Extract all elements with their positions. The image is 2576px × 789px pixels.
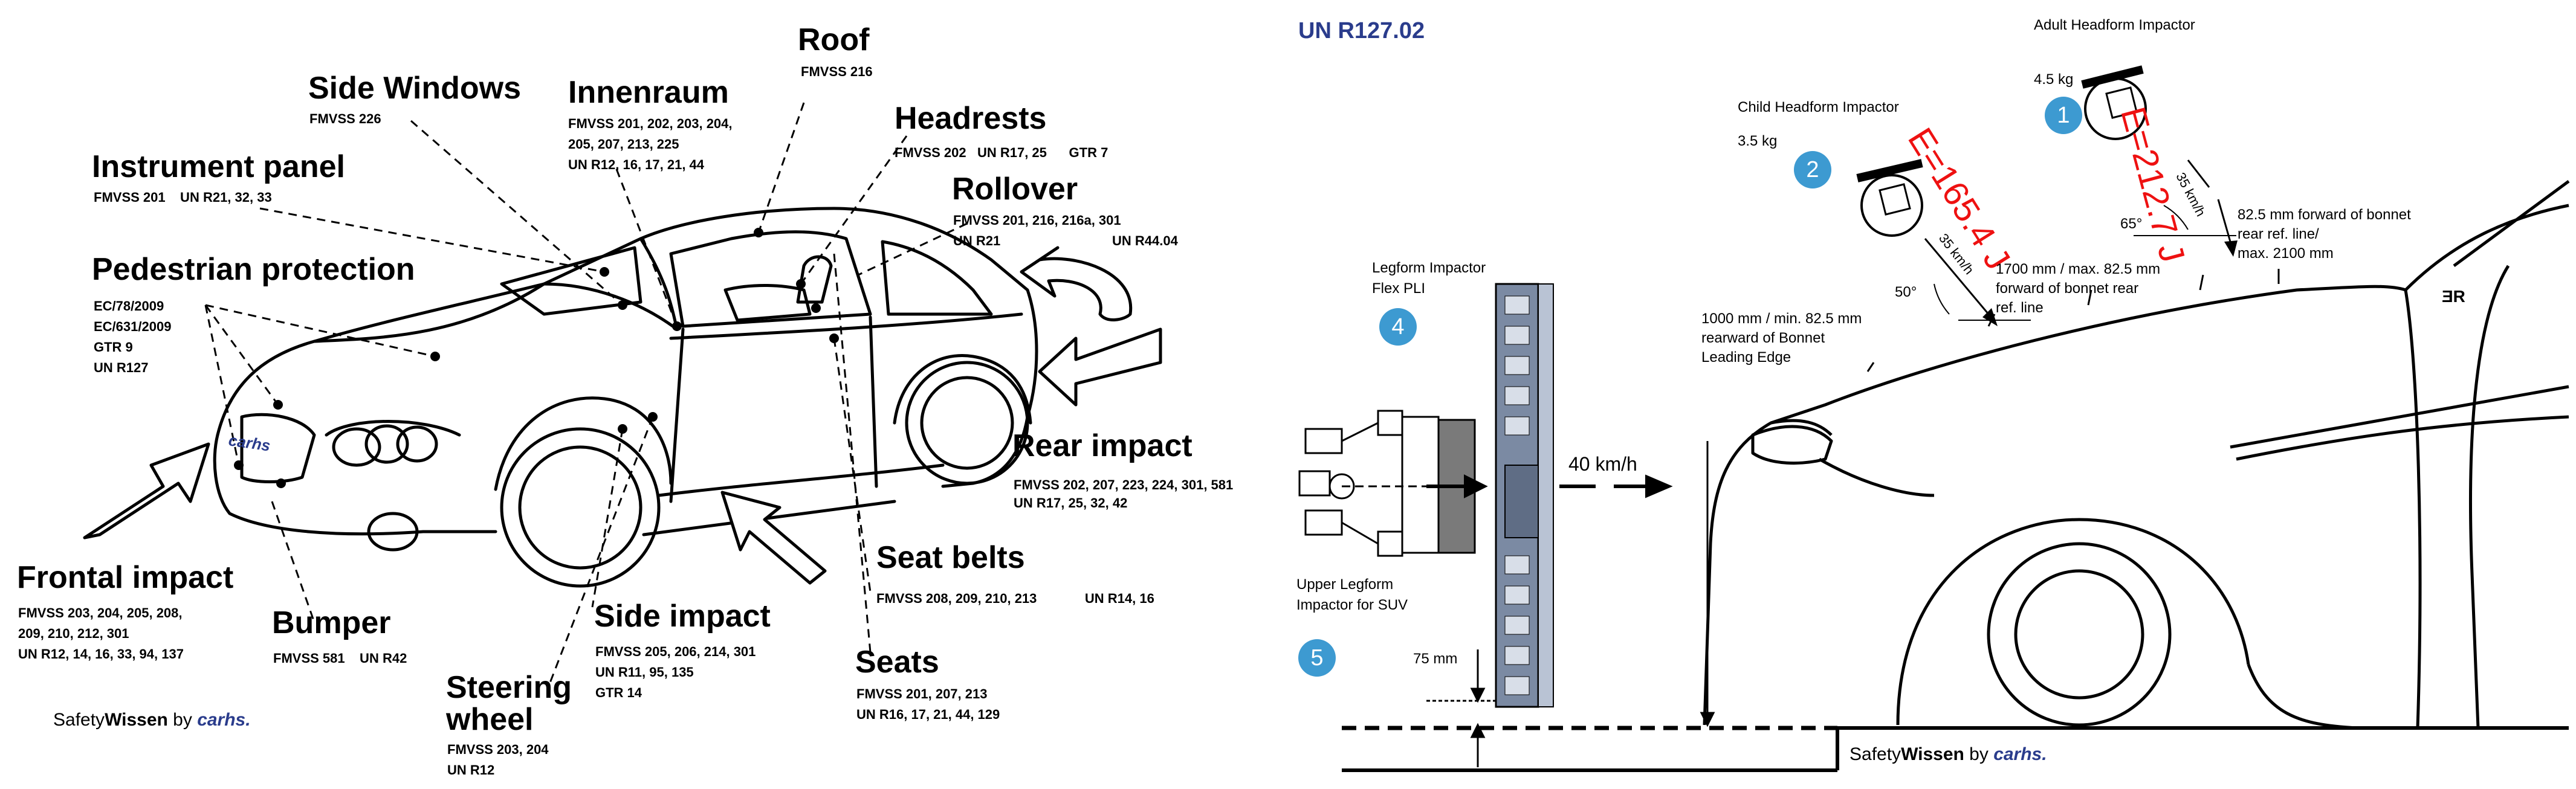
pedestrian-standards-2: EC/631/2009 [94, 319, 172, 334]
adult-headform [2081, 65, 2238, 257]
ann-1000-line2: rearward of Bonnet [1701, 330, 1825, 346]
rollover-standards-1: FMVSS 201, 216, 216a, 301 [953, 213, 1121, 228]
badge-4: 4 [1379, 308, 1417, 346]
ann-1700-line2: forward of bonnet rear [1996, 280, 2139, 297]
steering-standards-2: UN R12 [447, 762, 495, 778]
frontal-impact-title: Frontal impact [17, 560, 234, 595]
adult-headform-label: Adult Headform Impactor [2034, 17, 2195, 33]
child-headform [1856, 159, 2031, 326]
innenraum-title: Innenraum [568, 75, 729, 110]
roof-title: Roof [798, 22, 870, 57]
upper-legform-label-2: Impactor for SUV [1296, 597, 1408, 613]
child-angle: 50° [1895, 284, 1917, 300]
ann-82-line2: rear ref. line/ [2238, 226, 2319, 242]
child-headform-label: Child Headform Impactor [1738, 99, 1899, 115]
frontal-impact-standards-2: 209, 210, 212, 301 [18, 626, 129, 641]
pedestrian-standards-1: EC/78/2009 [94, 298, 164, 314]
badge-1: 1 [2045, 97, 2082, 134]
roof-standards: FMVSS 216 [801, 64, 873, 79]
car-emblem: ƎR [2442, 287, 2465, 306]
motion-arrows [1426, 474, 1673, 498]
rear-impact-standards-1: FMVSS 202, 207, 223, 224, 301, 581 [1014, 477, 1234, 492]
leader-dots [234, 228, 839, 488]
side-impact-standards-2: UN R11, 95, 135 [595, 665, 694, 680]
right-title: UN R127.02 [1298, 18, 1425, 43]
pedestrian-standards-4: UN R127 [94, 360, 149, 375]
leader-lines [204, 102, 968, 683]
headrests-standards: FMVSS 202 UN R17, 25 GTR 7 [895, 145, 1108, 160]
seat-belts-standards: FMVSS 208, 209, 210, 213 UN R14, 16 [876, 591, 1154, 606]
height-arrow [1426, 649, 1499, 767]
seats-standards-1: FMVSS 201, 207, 213 [856, 686, 988, 701]
innenraum-standards-3: UN R12, 16, 17, 21, 44 [568, 157, 705, 172]
upper-legform-label-1: Upper Legform [1296, 576, 1394, 593]
side-impact-arrow [720, 491, 827, 585]
rollover-standards-2: UN R21 [953, 233, 1001, 248]
left-logo: SafetyWissen by carhs. [53, 710, 251, 730]
seats-standards-2: UN R16, 17, 21, 44, 129 [856, 707, 1000, 722]
ground-lines [1342, 726, 2569, 772]
bumper-title: Bumper [272, 605, 391, 640]
legform-impactor [1495, 283, 1554, 708]
rollover-title: Rollover [952, 172, 1078, 207]
frontal-impact-standards-3: UN R12, 14, 16, 33, 94, 137 [18, 646, 184, 662]
rear-impact-title: Rear impact [1012, 428, 1193, 463]
rollover-standards-3: UN R44.04 [1112, 233, 1178, 248]
bumper-standards: FMVSS 581 UN R42 [273, 651, 407, 666]
steering-title-2: wheel [446, 702, 534, 737]
side-impact-title: Side impact [594, 599, 771, 634]
impact-arrows [83, 246, 1162, 585]
headrests-title: Headrests [895, 101, 1047, 136]
seat-belts-title: Seat belts [876, 540, 1025, 575]
steering-standards-1: FMVSS 203, 204 [447, 742, 549, 757]
rollover-arrow [1020, 246, 1133, 321]
ann-1000-line3: Leading Edge [1701, 349, 1791, 366]
frontal-impact-arrow [83, 442, 210, 539]
side-impact-standards-1: FMVSS 205, 206, 214, 301 [595, 644, 756, 659]
rear-impact-arrow [1038, 327, 1162, 407]
instrument-panel-standards: FMVSS 201 UN R21, 32, 33 [94, 190, 272, 205]
legform-label-2: Flex PLI [1372, 280, 1426, 297]
adult-angle: 65° [2120, 216, 2143, 232]
speed-40: 40 km/h [1568, 453, 1637, 475]
right-logo: SafetyWissen by carhs. [1849, 744, 2047, 764]
side-impact-standards-3: GTR 14 [595, 685, 642, 700]
side-windows-title: Side Windows [308, 71, 521, 106]
ann-1700-line3: ref. line [1996, 300, 2044, 316]
upper-legform-impactor [1298, 410, 1476, 557]
steering-title-1: Steering [446, 670, 572, 705]
ann-1700-line1: 1700 mm / max. 82.5 mm [1996, 261, 2161, 277]
badge-2: 2 [1794, 151, 1831, 188]
seats-title: Seats [855, 645, 939, 680]
height-75mm: 75 mm [1413, 651, 1458, 667]
ann-82-line1: 82.5 mm forward of bonnet [2238, 207, 2411, 223]
ann-82-line3: max. 2100 mm [2238, 245, 2334, 262]
ann-1000-line1: 1000 mm / min. 82.5 mm [1701, 311, 1862, 327]
innenraum-standards-1: FMVSS 201, 202, 203, 204, [568, 116, 733, 131]
frontal-impact-standards-1: FMVSS 203, 204, 205, 208, [18, 605, 183, 620]
rear-impact-standards-2: UN R17, 25, 32, 42 [1014, 495, 1128, 510]
innenraum-standards-2: 205, 207, 213, 225 [568, 137, 679, 152]
badge-5: 5 [1298, 639, 1336, 677]
side-windows-standards: FMVSS 226 [309, 111, 381, 126]
car-front-view [1703, 179, 2570, 730]
pedestrian-standards-3: GTR 9 [94, 340, 133, 355]
pedestrian-protection-title: Pedestrian protection [92, 252, 415, 287]
legform-label-1: Legform Impactor [1372, 260, 1486, 276]
leading-edge-arrow [1700, 441, 1715, 727]
instrument-panel-title: Instrument panel [92, 149, 345, 184]
adult-mass: 4.5 kg [2034, 71, 2074, 88]
child-mass: 3.5 kg [1738, 133, 1778, 149]
